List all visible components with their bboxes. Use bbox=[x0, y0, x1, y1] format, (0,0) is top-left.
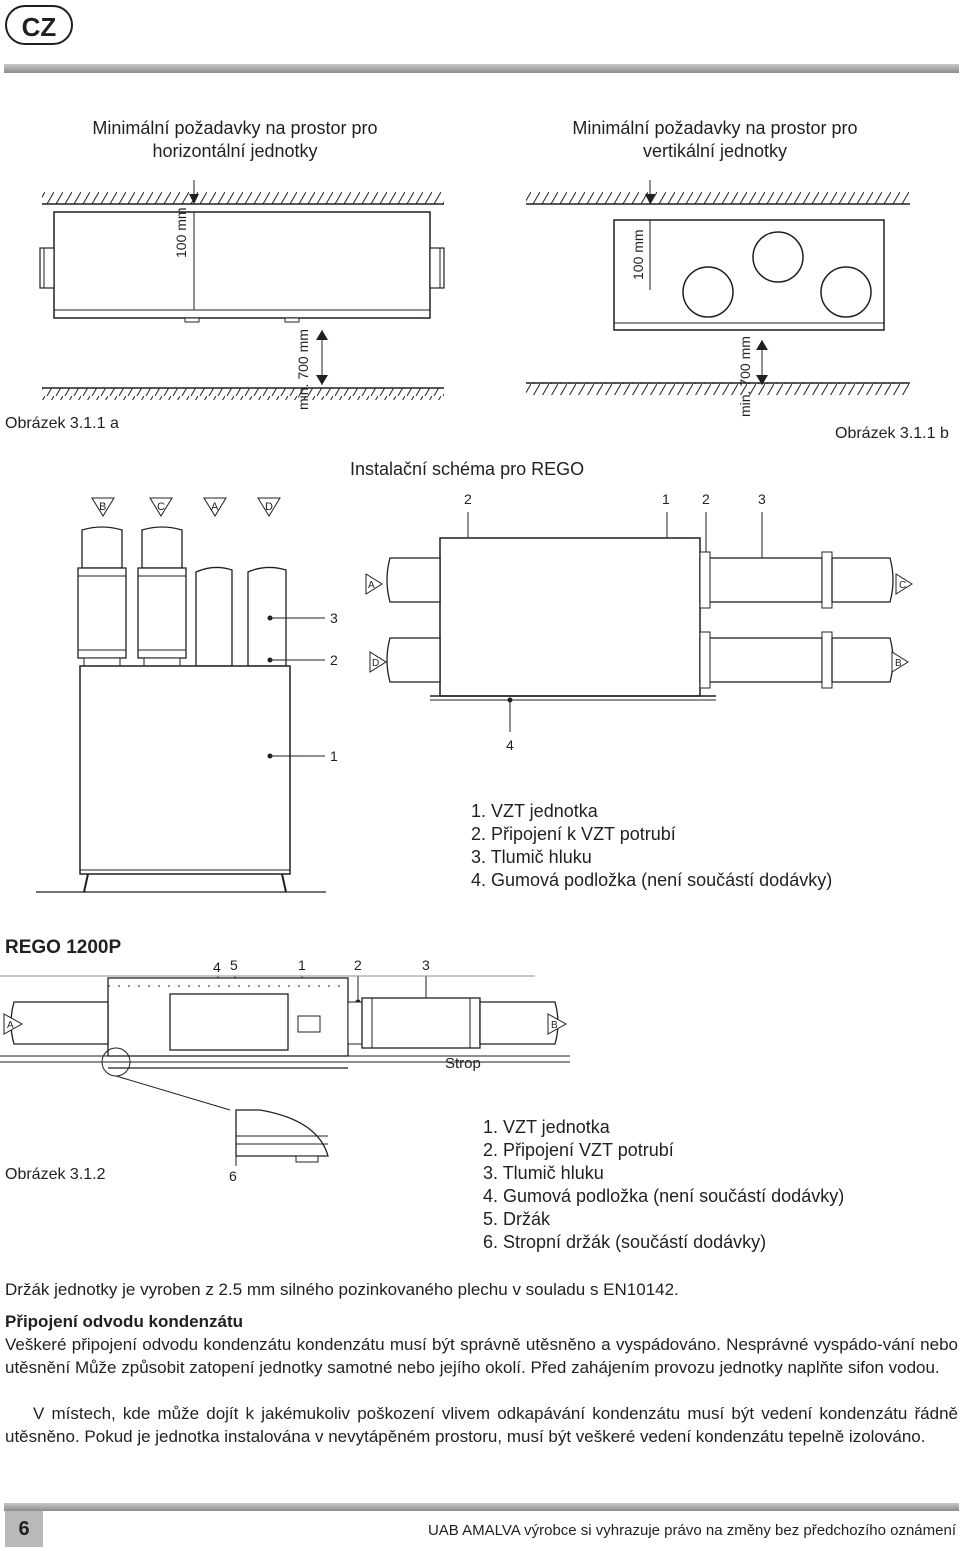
legend-item: 3. Tlumič hluku bbox=[483, 1163, 604, 1183]
duct-label-c: C bbox=[899, 580, 906, 591]
duct-lower-left: D bbox=[369, 637, 441, 683]
rego-vertical-unit bbox=[79, 665, 291, 875]
legend-item: 2. Připojení k VZT potrubí bbox=[471, 824, 676, 844]
figure-caption-b: Obrázek 3.1.1 b bbox=[835, 425, 949, 442]
duct-label-b: B bbox=[895, 658, 902, 669]
vertical-duct-2 bbox=[137, 526, 187, 667]
callout-4: 4 bbox=[506, 737, 514, 753]
rego-horizontal-unit bbox=[439, 537, 701, 697]
figure-caption-a: Obrázek 3.1.1 a bbox=[5, 415, 119, 432]
number-1: 1 bbox=[298, 957, 306, 973]
callout-2-left: 2 bbox=[330, 652, 338, 668]
horizontal-unit-body bbox=[53, 211, 431, 319]
duct-lower-right: B bbox=[699, 631, 909, 689]
legend-item: 1. VZT jednotka bbox=[471, 801, 598, 821]
legend-item: 5. Držák bbox=[483, 1209, 551, 1229]
duct-label-a: A bbox=[368, 580, 375, 591]
rego-installation-drawing: B C A D 3 2 1 bbox=[36, 491, 913, 893]
space-requirements-drawing: 100 mm min. 700 mm 100 mm min. 700 mm bbox=[39, 180, 910, 417]
number-2b: 2 bbox=[702, 491, 710, 507]
vertical-duct-1 bbox=[77, 526, 127, 667]
floor-hatch-right bbox=[526, 383, 910, 395]
label-triangle-c: C bbox=[149, 497, 173, 517]
legend-item: 2. Připojení VZT potrubí bbox=[483, 1140, 674, 1160]
footer-note: UAB AMALVA výrobce si vyhrazuje právo na… bbox=[427, 1522, 956, 1539]
svg-text:A: A bbox=[211, 501, 219, 513]
number-3: 3 bbox=[758, 491, 766, 507]
bracket-note: Držák jednotky je vyroben z 2.5 mm silné… bbox=[5, 1280, 679, 1299]
number-1: 1 bbox=[662, 491, 670, 507]
figure-caption-312: Obrázek 3.1.2 bbox=[5, 1166, 106, 1183]
legend-item: 3. Tlumič hluku bbox=[471, 847, 592, 867]
vertical-duct-3 bbox=[195, 566, 233, 667]
ceiling-label: Strop bbox=[445, 1055, 481, 1072]
condensate-paragraph-2: V místech, kde může dojít k jakémukoliv … bbox=[5, 1404, 958, 1446]
callout-1-left: 1 bbox=[330, 748, 338, 764]
footer-bar bbox=[4, 1503, 959, 1511]
duct-label-b: B bbox=[551, 1020, 558, 1031]
rego-legend: 1. VZT jednotka 2. Připojení k VZT potru… bbox=[471, 800, 832, 892]
duct-upper-right: C bbox=[699, 551, 913, 609]
svg-text:C: C bbox=[157, 501, 165, 513]
label-triangle-a: A bbox=[203, 497, 227, 517]
callout-6: 6 bbox=[229, 1168, 237, 1184]
dim-700-right: min. 700 mm bbox=[737, 336, 753, 417]
label-triangle-d: D bbox=[257, 497, 281, 517]
horizontal-title: Minimální požadavky na prostor pro horiz… bbox=[92, 118, 378, 161]
header-bar bbox=[4, 64, 959, 73]
rego-1200p-legend: 1. VZT jednotka 2. Připojení VZT potrubí… bbox=[483, 1116, 844, 1254]
legend-item: 4. Gumová podložka (není součástí dodávk… bbox=[483, 1186, 845, 1206]
legend-item: 1. VZT jednotka bbox=[483, 1117, 610, 1137]
legend-item: 4. Gumová podložka (není součástí dodávk… bbox=[471, 870, 833, 890]
ceiling-hatch-right bbox=[526, 192, 910, 204]
vertical-title: Minimální požadavky na prostor pro verti… bbox=[572, 118, 858, 161]
dim-100-left: 100 mm bbox=[173, 207, 189, 258]
duct-label-a: A bbox=[7, 1020, 14, 1031]
legend-item: 6. Stropní držák (součástí dodávky) bbox=[483, 1232, 767, 1252]
duct-a bbox=[10, 1001, 109, 1045]
number-2a: 2 bbox=[464, 491, 472, 507]
number-5: 5 bbox=[230, 957, 238, 973]
rego-1200p-drawing: 4 5 1 2 3 A B Strop 6 bbox=[0, 957, 570, 1184]
callout-3-left: 3 bbox=[330, 610, 338, 626]
svg-text:D: D bbox=[265, 501, 273, 513]
number-3: 3 bbox=[422, 957, 430, 973]
page-number: 6 bbox=[5, 1511, 43, 1547]
label-triangle-b: B bbox=[91, 497, 115, 517]
language-badge: CZ bbox=[5, 5, 73, 45]
silencer bbox=[361, 997, 481, 1049]
condensate-heading: Připojení odvodu kondenzátu bbox=[5, 1312, 243, 1331]
dim-100-right: 100 mm bbox=[630, 229, 646, 280]
floor-hatch-left bbox=[42, 388, 444, 400]
ceiling-hatch-left bbox=[42, 192, 444, 204]
duct-label-d: D bbox=[372, 658, 379, 669]
duct-b bbox=[479, 1001, 559, 1045]
number-2: 2 bbox=[354, 957, 362, 973]
svg-text:B: B bbox=[99, 501, 106, 513]
condensate-paragraph-1: Veškeré připojení odvodu kondenzátu kond… bbox=[5, 1335, 958, 1377]
vertical-duct-4 bbox=[247, 566, 287, 667]
rego-scheme-title: Instalační schéma pro REGO bbox=[350, 459, 585, 479]
duct-upper-left: A bbox=[365, 557, 441, 603]
number-4: 4 bbox=[213, 959, 221, 975]
rego-1200p-title: REGO 1200P bbox=[5, 937, 122, 958]
unit-inner-box bbox=[169, 993, 289, 1051]
